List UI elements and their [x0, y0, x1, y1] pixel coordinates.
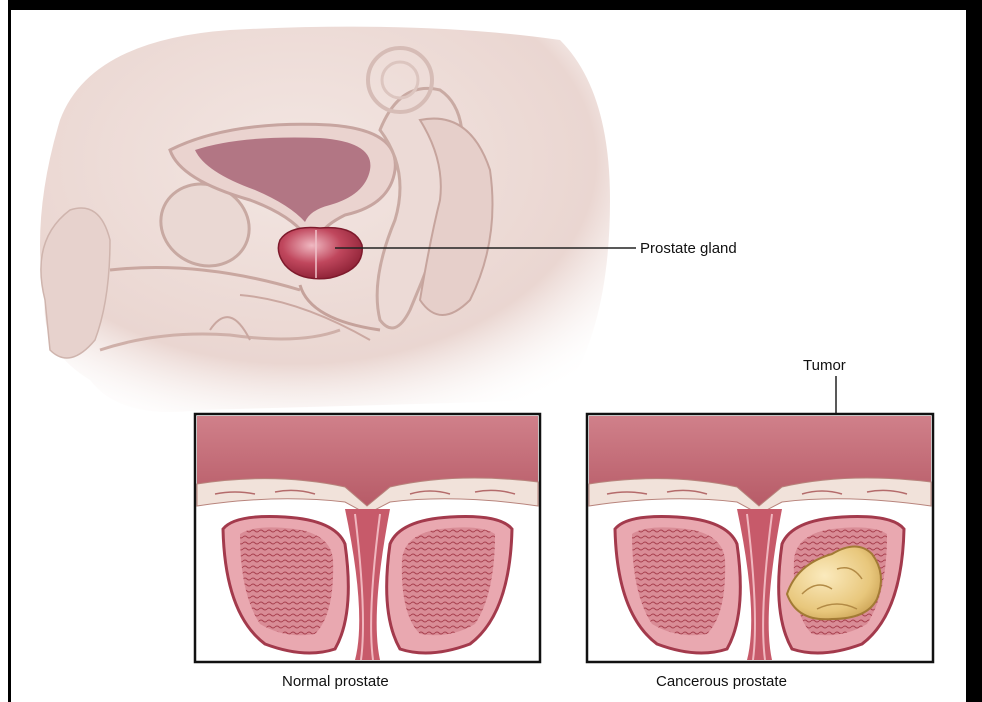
tumor-label: Tumor	[803, 357, 846, 374]
normal-prostate-caption: Normal prostate	[282, 673, 389, 690]
prostate-gland-label: Prostate gland	[640, 240, 737, 257]
cancerous-prostate-caption: Cancerous prostate	[656, 673, 787, 690]
prostate-gland-shape	[278, 228, 362, 279]
normal-prostate-panel	[195, 414, 540, 662]
cancerous-prostate-panel	[587, 414, 933, 662]
